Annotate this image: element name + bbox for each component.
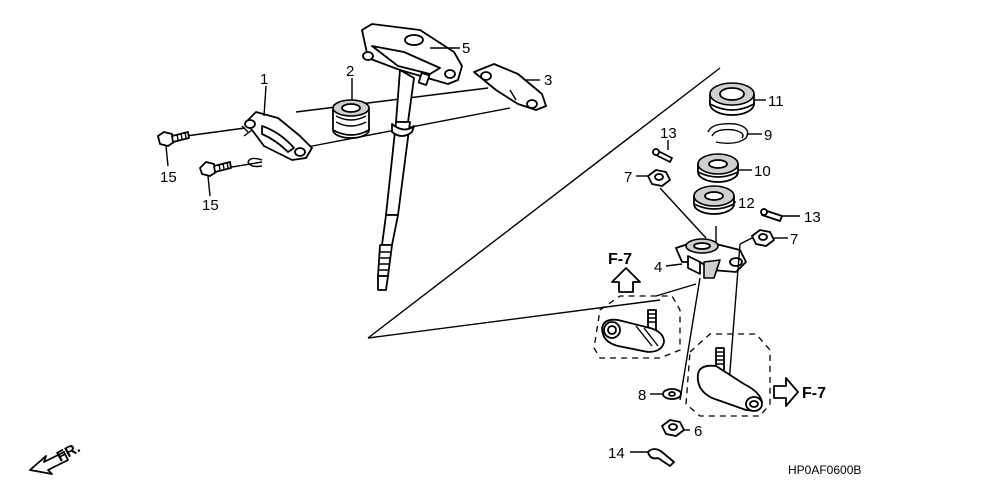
callout-10: 10: [754, 163, 771, 180]
oil-seal-upper: [709, 82, 755, 116]
callout-7-left: 7: [624, 169, 632, 186]
callout-labels: 1 2 3 5 15 15 11 9 10 12 13 13 7 7 4 8 6…: [160, 40, 821, 462]
up-arrow-icon: [611, 267, 641, 293]
steering-bushing: [332, 99, 370, 139]
callout-3: 3: [544, 72, 552, 89]
callout-5: 5: [462, 40, 470, 57]
oil-seal-lower: [693, 185, 735, 215]
washer: [662, 388, 682, 400]
pitman-arm: [675, 238, 747, 279]
callout-8: 8: [638, 387, 646, 404]
callout-4: 4: [654, 259, 662, 276]
reference-right-label: F-7: [802, 385, 826, 402]
callout-11: 11: [768, 93, 784, 110]
pitman-arm-guide-lines: [655, 187, 753, 401]
steering-shaft: [361, 23, 463, 291]
bushing-holder: [241, 111, 313, 161]
castle-nut-left: [647, 169, 671, 187]
ball-bearing: [697, 153, 739, 183]
clip: [247, 157, 263, 168]
callout-leaders: [165, 47, 800, 453]
front-arrow-icon: [29, 451, 69, 475]
flange-bolt-lower: [199, 161, 232, 177]
diagram-code: HP0AF0600B: [788, 463, 861, 477]
cotter-pin-upper-left: [652, 148, 673, 163]
castle-nut-bottom: [661, 419, 685, 437]
right-arrow-icon: [773, 377, 799, 407]
callout-13-lower: 13: [804, 209, 821, 226]
cotter-pin-upper-right: [760, 208, 783, 222]
tie-rod-end-left: [593, 295, 681, 359]
callout-14: 14: [608, 445, 625, 462]
bushing-holder-cap: [473, 63, 547, 111]
flange-bolt-upper: [157, 131, 190, 147]
callout-6: 6: [694, 423, 702, 440]
callout-7-right: 7: [790, 231, 798, 248]
circlip: [707, 122, 749, 145]
callout-13-upper: 13: [660, 125, 677, 142]
cotter-pin-bottom: [647, 448, 675, 467]
callout-15-upper: 15: [160, 169, 177, 186]
tie-rod-end-right: [685, 333, 771, 417]
callout-9: 9: [764, 127, 772, 144]
callout-1: 1: [260, 71, 268, 88]
castle-nut-right: [751, 229, 775, 247]
reference-right: F-7: [773, 377, 826, 407]
front-indicator: FR.: [29, 439, 83, 475]
callout-15-lower: 15: [202, 197, 219, 214]
reference-left-label: F-7: [608, 251, 632, 268]
callout-12: 12: [738, 195, 755, 212]
assembly-guide-lines: [185, 67, 721, 339]
reference-left: F-7: [608, 251, 641, 293]
callout-2: 2: [346, 63, 354, 80]
